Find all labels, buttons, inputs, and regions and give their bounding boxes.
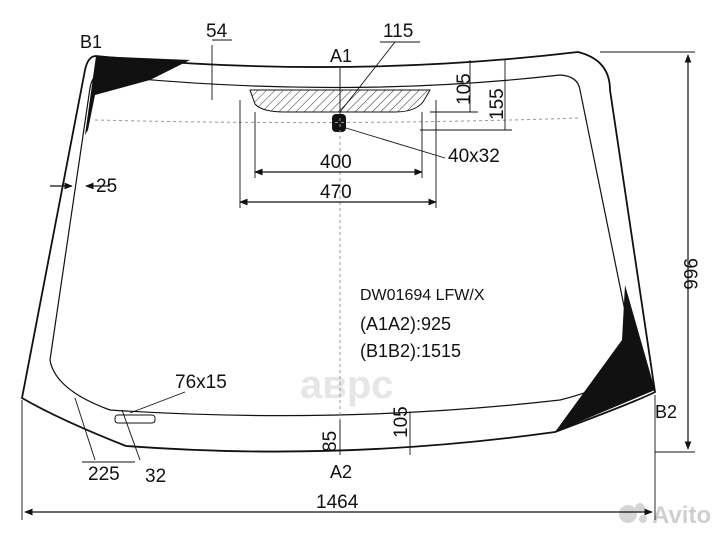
bracket-76x15 [114,414,156,424]
dim-105-top: 105 [454,73,475,105]
spec-b1b2: (B1B2):1515 [360,341,461,361]
dim-966: 966 [679,258,700,290]
site-watermark: Avito [619,502,711,529]
site-watermark-text: Avito [652,502,711,529]
dim-32: 32 [145,466,166,487]
brand-watermark-text: аврс [300,363,394,407]
part-code: DW01694 LFW/X [360,287,485,304]
dim-40x32: 40x32 [448,146,500,167]
glass-outer-edge [20,51,656,453]
dim-1464: 1464 [316,492,359,513]
dim-470: 470 [320,182,352,203]
corner-frit-bottom-right [555,285,655,432]
dim-400: 400 [320,152,352,173]
dashed-horizontal-line [94,117,581,124]
corner-frit-top-left [85,56,190,135]
spec-a1a2: (A1A2):925 [360,314,451,334]
dim-54: 54 [206,21,228,42]
dim-76x15: 76x15 [175,372,227,393]
dim-155: 155 [487,88,508,120]
dim-115: 115 [383,21,413,42]
point-b2: B2 [655,402,677,422]
dim-105-bottom: 105 [391,406,412,438]
point-a1: A1 [330,46,352,66]
dim-85: 85 [320,431,341,452]
glass-inner-edge [49,74,636,417]
dim-225: 225 [88,464,120,485]
sensor-block [332,114,346,132]
point-a2: A2 [330,462,352,482]
brand-watermark: аврс [300,363,394,407]
dim-25: 25 [96,176,117,197]
point-b1: B1 [80,32,102,52]
